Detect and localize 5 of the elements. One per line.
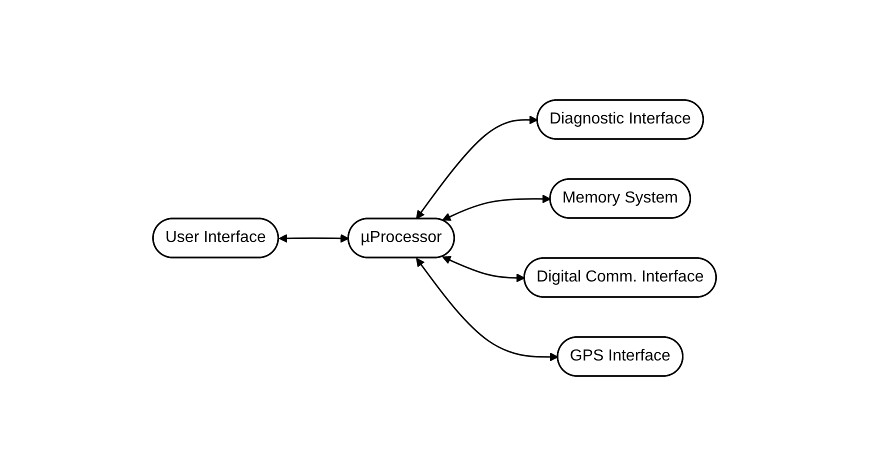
arrow (416, 258, 558, 362)
arrow (442, 256, 526, 282)
arrow (278, 234, 350, 243)
arrow (442, 194, 551, 221)
arrow (416, 116, 538, 220)
